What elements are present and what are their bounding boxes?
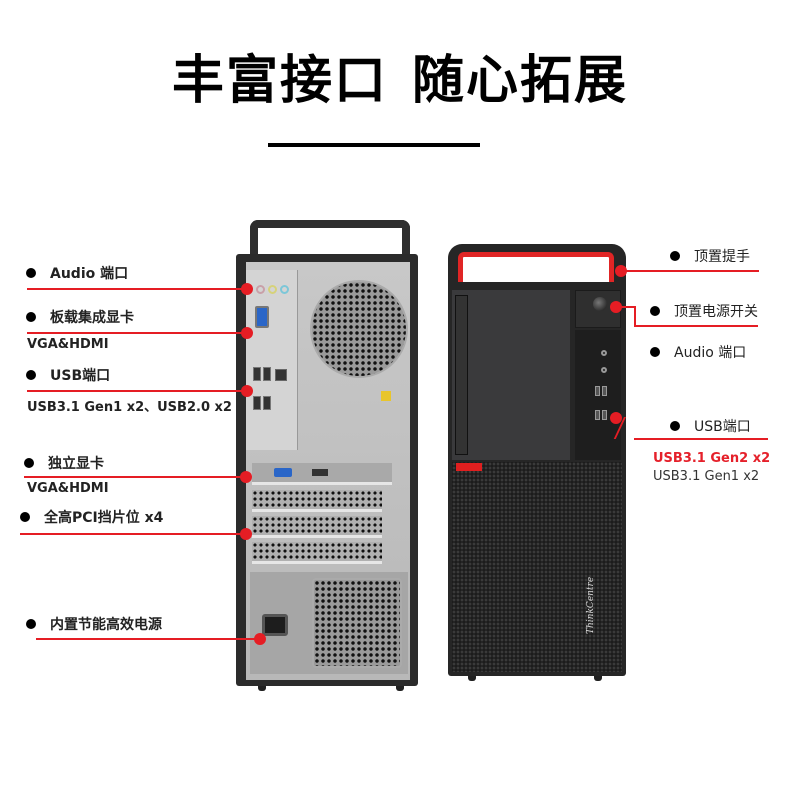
pci-slot-cover — [252, 516, 382, 538]
audio-jack-icon — [268, 285, 277, 294]
thinkcentre-logo: ThinkCentre — [586, 576, 596, 634]
power-button-icon — [593, 297, 607, 311]
label-usb-front: USB端口 — [670, 419, 751, 435]
warning-label-icon — [381, 391, 391, 401]
foot — [258, 686, 266, 691]
bullet-icon — [670, 421, 680, 431]
sub-usb-rear: USB3.1 Gen1 x2、USB2.0 x2 — [27, 400, 232, 415]
front-audio-jack-icon — [601, 367, 607, 373]
front-usb-port-icon — [595, 410, 600, 420]
gpu-vga-port-icon — [274, 468, 292, 477]
pci-slot-cover — [252, 542, 382, 564]
callout-line — [634, 325, 758, 327]
usb-port-icon — [253, 396, 261, 410]
callout-marker-icon — [240, 528, 252, 540]
pci-slot-cover — [252, 490, 382, 512]
callout-marker-icon — [240, 471, 252, 483]
bullet-icon — [650, 306, 660, 316]
front-mesh — [452, 462, 622, 672]
bullet-icon — [650, 347, 660, 357]
front-audio-jack-icon — [601, 350, 607, 356]
label-onboard-graphics: 板载集成显卡 — [26, 310, 134, 326]
label-discrete-graphics: 独立显卡 — [24, 456, 104, 472]
label-audio-port-front: Audio 端口 — [650, 345, 746, 361]
front-usb-port-icon — [595, 386, 600, 396]
foot — [468, 676, 476, 681]
callout-line — [24, 476, 246, 478]
bullet-icon — [26, 268, 36, 278]
headline-part2: 随心拓展 — [412, 51, 629, 111]
callout-line — [20, 533, 246, 535]
sub-usb-front-gen2: USB3.1 Gen2 x2 — [653, 451, 771, 466]
red-accent-tab — [456, 463, 482, 471]
bullet-icon — [24, 458, 34, 468]
callout-line — [36, 638, 260, 640]
callout-marker-icon — [241, 283, 253, 295]
callout-marker-icon — [241, 327, 253, 339]
optical-drive — [455, 295, 468, 455]
io-shield — [246, 270, 298, 450]
label-top-power-switch: 顶置电源开关 — [650, 304, 758, 320]
callout-line — [634, 306, 636, 326]
foot — [594, 676, 602, 681]
callout-marker-icon — [610, 412, 622, 424]
label-top-handle: 顶置提手 — [670, 249, 750, 265]
callout-line — [27, 332, 247, 334]
bullet-icon — [26, 312, 36, 322]
ethernet-port-icon — [275, 369, 287, 381]
bullet-icon — [26, 370, 36, 380]
rear-handle — [250, 220, 410, 260]
bullet-icon — [670, 251, 680, 261]
audio-jack-icon — [256, 285, 265, 294]
label-audio-port-rear: Audio 端口 — [26, 266, 128, 282]
front-usb-port-icon — [602, 410, 607, 420]
label-power-supply: 内置节能高效电源 — [26, 617, 162, 633]
audio-jack-icon — [280, 285, 289, 294]
headline-part1: 丰富接口 — [171, 51, 388, 111]
callout-line — [27, 288, 247, 290]
callout-marker-icon — [241, 385, 253, 397]
usb-port-icon — [263, 367, 271, 381]
bullet-icon — [26, 619, 36, 629]
page-headline: 丰富接口随心拓展 — [0, 38, 800, 113]
callout-line — [616, 306, 636, 308]
gpu-hdmi-port-icon — [312, 469, 328, 476]
usb-port-icon — [253, 367, 261, 381]
front-red-handle — [458, 252, 614, 282]
usb-port-icon — [263, 396, 271, 410]
bullet-icon — [20, 512, 30, 522]
psu-fan-grille — [312, 578, 402, 668]
vga-port-icon — [255, 306, 269, 328]
front-usb-port-icon — [602, 386, 607, 396]
callout-marker-icon — [254, 633, 266, 645]
gpu-bracket — [252, 463, 392, 485]
label-pci-slots: 全高PCI挡片位 x4 — [20, 510, 163, 526]
label-usb-rear: USB端口 — [26, 368, 110, 384]
foot — [396, 686, 404, 691]
power-inlet-icon — [262, 614, 288, 636]
sub-discrete-graphics: VGA&HDMI — [27, 481, 109, 496]
rear-fan-grille — [310, 280, 408, 378]
callout-line — [621, 270, 759, 272]
sub-onboard-graphics: VGA&HDMI — [27, 337, 109, 352]
callout-line — [27, 390, 247, 392]
sub-usb-front-gen1: USB3.1 Gen1 x2 — [653, 469, 760, 484]
front-door — [452, 290, 570, 460]
callout-line — [634, 438, 768, 440]
headline-underline — [268, 143, 480, 147]
